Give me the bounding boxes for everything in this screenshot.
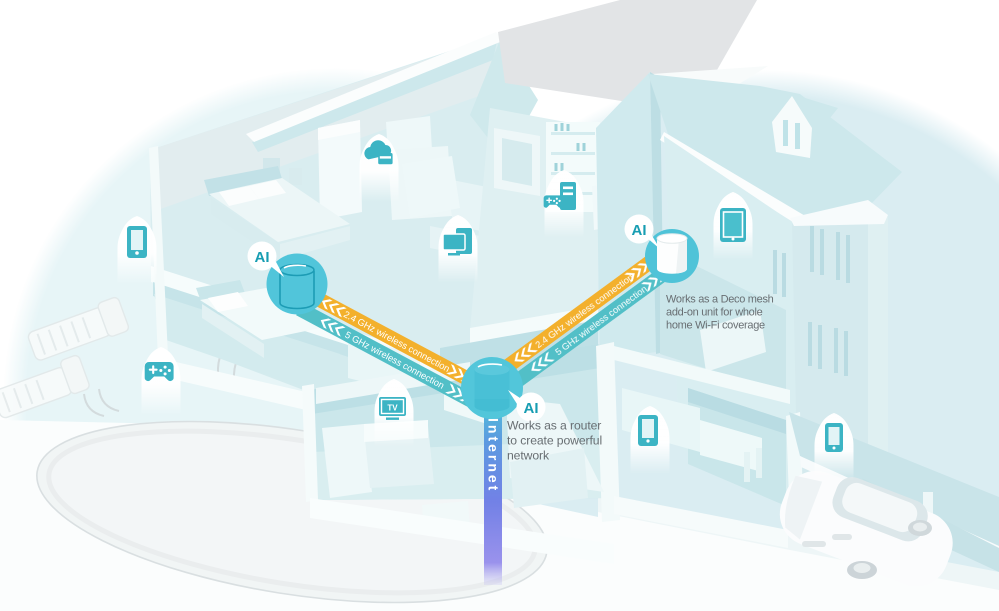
svg-text:AI: AI: [255, 249, 270, 266]
svg-text:Works as a Deco mesh: Works as a Deco mesh: [666, 294, 774, 306]
svg-text:AI: AI: [632, 222, 647, 239]
svg-text:Internet: Internet: [486, 418, 502, 493]
svg-text:network: network: [507, 449, 550, 463]
svg-text:home Wi-Fi coverage: home Wi-Fi coverage: [666, 320, 765, 332]
svg-text:AI: AI: [524, 400, 539, 417]
svg-text:to create powerful: to create powerful: [507, 434, 602, 448]
svg-text:Works as a router: Works as a router: [507, 419, 601, 433]
svg-text:TV: TV: [387, 404, 398, 413]
svg-text:add-on unit for whole: add-on unit for whole: [666, 307, 763, 319]
